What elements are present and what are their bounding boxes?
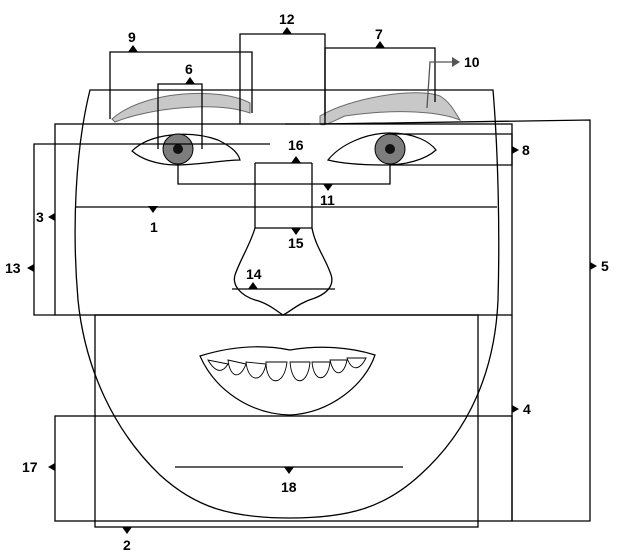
line-11	[177, 165, 391, 185]
left-eyebrow	[319, 92, 462, 126]
label-7: 7	[375, 26, 383, 42]
right-pupil	[173, 144, 183, 154]
line-5	[319, 119, 591, 522]
label-5: 5	[601, 258, 609, 274]
line-13	[33, 143, 270, 316]
line-10	[426, 61, 453, 109]
line-6	[157, 83, 203, 149]
label-6: 6	[185, 61, 193, 77]
label-12: 12	[279, 11, 295, 27]
label-18: 18	[281, 479, 297, 495]
label-10: 10	[464, 54, 480, 70]
label-2: 2	[123, 537, 131, 553]
left-pupil	[385, 144, 395, 154]
label-14: 14	[246, 266, 262, 282]
right-eyebrow	[111, 92, 251, 123]
markers	[27, 27, 597, 534]
face-outline	[74, 89, 500, 519]
label-15: 15	[288, 235, 304, 251]
label-8: 8	[522, 142, 530, 158]
label-17: 17	[22, 459, 38, 475]
teeth	[207, 357, 367, 382]
label-11: 11	[320, 192, 335, 208]
line-9	[109, 51, 253, 119]
label-3: 3	[36, 209, 44, 225]
label-16: 16	[288, 137, 304, 153]
label-9: 9	[128, 29, 136, 45]
arrow-10	[452, 57, 460, 67]
label-13: 13	[5, 260, 21, 276]
label-4: 4	[523, 401, 531, 417]
label-1: 1	[150, 219, 158, 235]
